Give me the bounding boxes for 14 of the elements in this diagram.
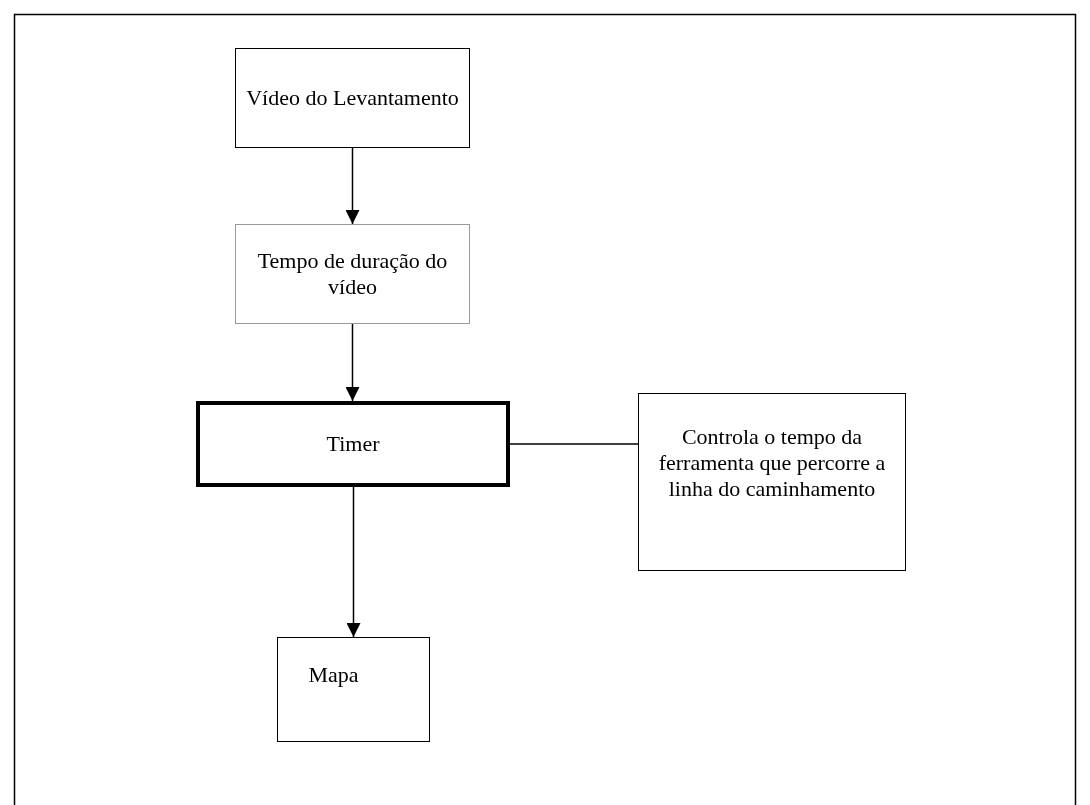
box-label: Mapa	[308, 662, 359, 688]
process-box	[196, 401, 510, 487]
box-label: Timer	[326, 431, 380, 457]
box-label: Vídeo do Levantamento	[246, 85, 459, 111]
connector-line	[509, 443, 639, 445]
process-box	[277, 637, 430, 742]
process-box	[638, 393, 906, 571]
process-box	[235, 48, 470, 148]
arrow	[345, 323, 360, 402]
box-label: Tempo de duração do vídeo	[256, 248, 449, 300]
process-box	[235, 224, 470, 324]
arrow	[346, 486, 361, 638]
arrow	[345, 147, 360, 225]
box-label: Controla o tempo da ferramenta que percorre a linha do caminhamento	[657, 424, 887, 502]
